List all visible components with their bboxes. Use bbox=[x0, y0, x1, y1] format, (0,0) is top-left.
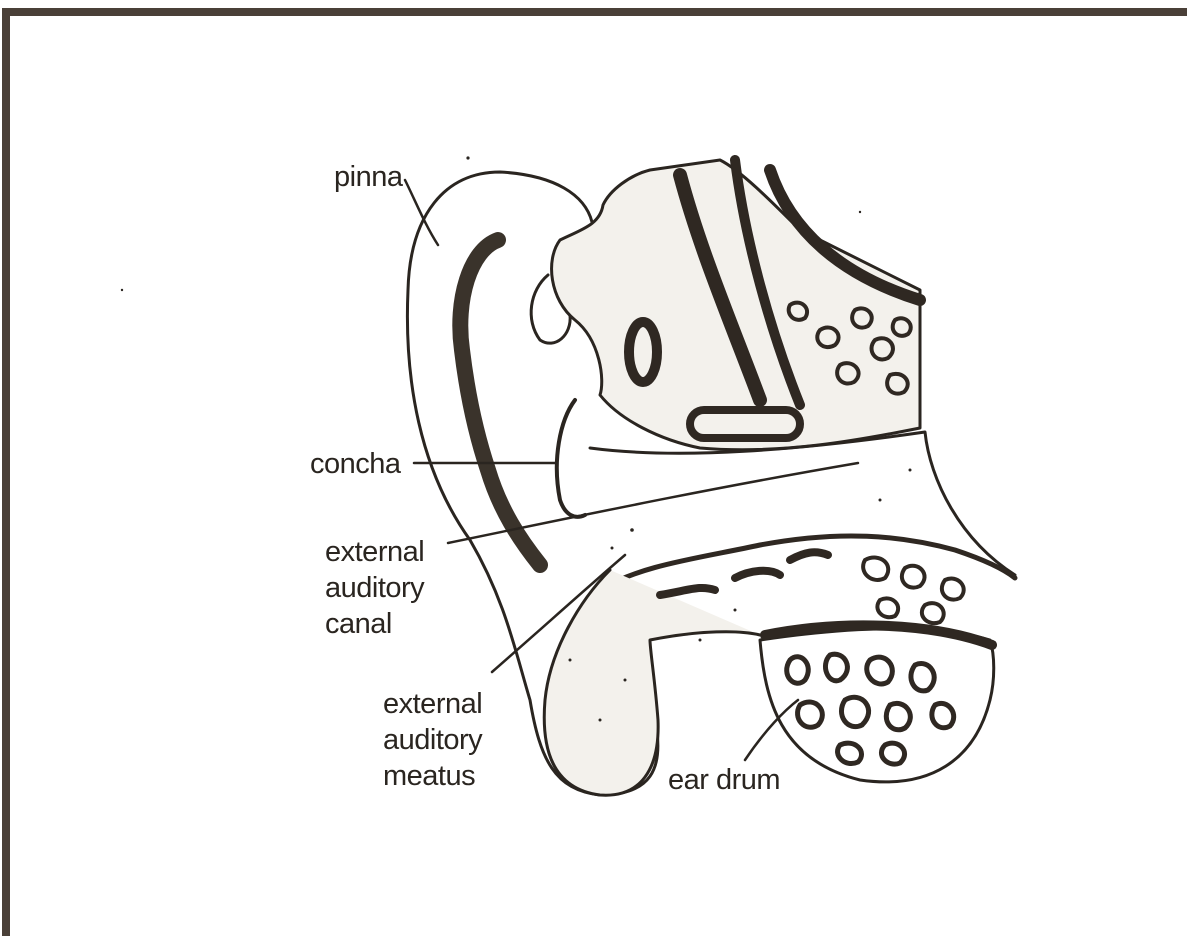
label-external-auditory-meatus: external auditory meatus bbox=[383, 686, 482, 794]
mastoid-outline bbox=[760, 629, 994, 782]
label-meatus-line-1: external bbox=[383, 686, 482, 722]
label-meatus-line-2: auditory bbox=[383, 722, 482, 758]
lower-bone-dark bbox=[660, 588, 715, 595]
label-meatus-line-3: meatus bbox=[383, 758, 482, 794]
label-canal-line-3: canal bbox=[325, 606, 424, 642]
label-canal-line-2: auditory bbox=[325, 570, 424, 606]
label-concha: concha bbox=[310, 446, 401, 482]
pinna-leader bbox=[405, 180, 438, 245]
antihelix-outline bbox=[460, 240, 540, 565]
label-ear-drum: ear drum bbox=[668, 762, 780, 798]
canal-floor bbox=[600, 536, 1015, 590]
tragus-outline bbox=[557, 400, 585, 517]
slide-border bbox=[6, 12, 1187, 936]
label-pinna: pinna bbox=[334, 159, 402, 195]
tympanic-bone-cells bbox=[863, 558, 964, 624]
label-external-auditory-canal: external auditory canal bbox=[325, 534, 424, 642]
label-canal-line-1: external bbox=[325, 534, 424, 570]
